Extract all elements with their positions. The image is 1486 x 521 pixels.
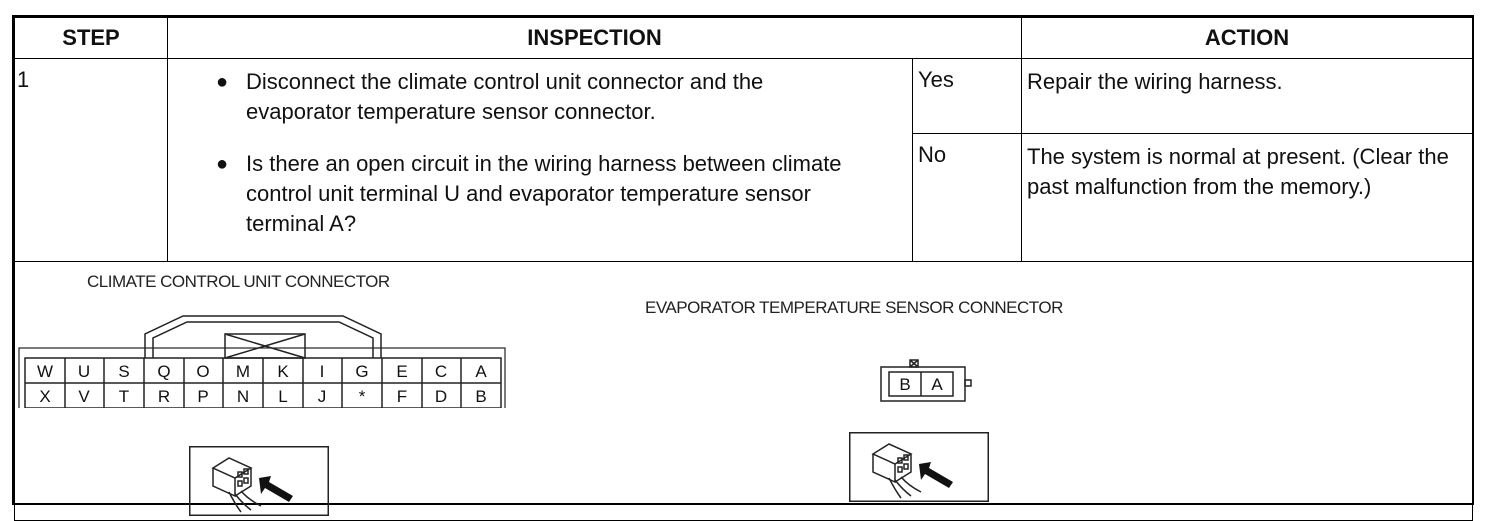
pin-label: A — [931, 375, 943, 394]
pin-label: J — [318, 387, 327, 406]
pin-label: U — [78, 362, 90, 381]
pin-label: D — [435, 387, 447, 406]
pin-label: A — [475, 362, 487, 381]
pin-label: F — [397, 387, 407, 406]
pin-label: * — [359, 387, 366, 406]
pin-label: M — [236, 362, 250, 381]
pin-label: R — [158, 387, 170, 406]
action-yes: Repair the wiring harness. — [1021, 57, 1473, 135]
procedure-frame: STEP INSPECTION ACTION 1 Disconnect the … — [12, 15, 1474, 521]
inspection-cell: Disconnect the climate control unit conn… — [167, 58, 913, 262]
pin-label: L — [278, 387, 287, 406]
pin-label: X — [39, 387, 50, 406]
climate-connector-label: CLIMATE CONTROL UNIT CONNECTOR — [87, 272, 390, 291]
pin-label: V — [78, 387, 90, 406]
inspection-list: Disconnect the climate control unit conn… — [168, 59, 912, 239]
pin-label: O — [196, 362, 209, 381]
pin-label: Q — [157, 362, 170, 381]
pin-label: B — [475, 387, 486, 406]
answer-yes: Yes — [912, 57, 1022, 135]
inspection-item: Disconnect the climate control unit conn… — [216, 67, 846, 127]
inspection-item: Is there an open circuit in the wiring h… — [216, 149, 846, 239]
step-number: 1 — [14, 58, 168, 262]
pin-label: T — [119, 387, 129, 406]
header-row: STEP INSPECTION ACTION — [14, 17, 1473, 59]
pin-label: G — [355, 362, 368, 381]
result-row-no: No The system is normal at present. (Cle… — [15, 133, 1473, 262]
answer-no: No — [912, 133, 1022, 262]
action-header: ACTION — [1021, 17, 1473, 59]
pin-label: S — [118, 362, 129, 381]
connector-diagram-cell: CLIMATE CONTROL UNIT CONNECTOR EVAPORATO… — [14, 261, 1473, 521]
climate-connector-drawing: W U S Q O M K I G E C A X V T — [18, 315, 506, 408]
step-header: STEP — [14, 17, 168, 59]
evaporator-connector-drawing: B A — [880, 359, 972, 402]
action-no: The system is normal at present. (Clear … — [1021, 133, 1473, 262]
inspection-header: INSPECTION — [167, 17, 1022, 59]
pin-label: W — [37, 362, 53, 381]
pin-label: I — [320, 362, 325, 381]
pin-label: P — [197, 387, 208, 406]
pin-label: K — [277, 362, 289, 381]
pin-label: C — [435, 362, 447, 381]
pin-label: E — [396, 362, 407, 381]
pin-label: B — [899, 375, 910, 394]
harness-side-connector-icon — [189, 446, 329, 516]
diagram-row: CLIMATE CONTROL UNIT CONNECTOR EVAPORATO… — [14, 261, 1473, 521]
harness-side-connector-icon — [849, 432, 989, 502]
inspection-table: STEP INSPECTION ACTION 1 Disconnect the … — [14, 17, 1473, 521]
evaporator-connector-label: EVAPORATOR TEMPERATURE SENSOR CONNECTOR — [645, 298, 1063, 317]
result-row-yes: 1 Disconnect the climate control unit co… — [14, 57, 1473, 262]
pin-label: N — [237, 387, 249, 406]
